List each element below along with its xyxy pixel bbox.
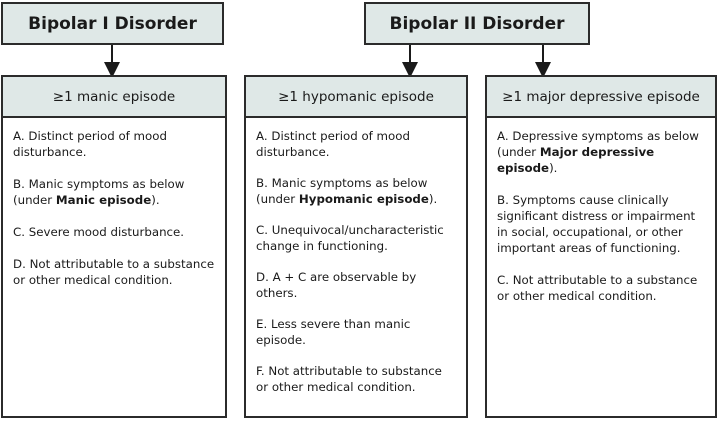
criterion-text: ).: [549, 161, 558, 175]
criterion-item: B. Manic symptoms as below (under Hypoma…: [256, 175, 456, 207]
criterion-text: F. Not attributable to substance or othe…: [256, 364, 442, 394]
criterion-item: B. Symptoms cause clinically significant…: [497, 192, 705, 256]
criterion-text: A. Distinct period of mood disturbance.: [13, 129, 167, 159]
criterion-text: ).: [428, 192, 438, 206]
criterion-text: D. Not attributable to a substance or ot…: [13, 257, 215, 287]
column-header: ≥1 manic episode: [3, 77, 225, 118]
criterion-item: C. Not attributable to a substance or ot…: [497, 272, 705, 304]
criterion-text: B. Manic symptoms as below (under: [13, 177, 185, 207]
criteria-list: A. Depressive symptoms as below (under M…: [487, 118, 715, 304]
criterion-emphasis: Major depressive episode: [497, 145, 655, 175]
criterion-item: A. Distinct period of mood disturbance.: [13, 128, 215, 160]
hypomanic-episode-column: ≥1 hypomanic episode A. Distinct period …: [244, 75, 468, 418]
criterion-emphasis: Hypomanic episode: [298, 192, 429, 206]
criterion-item: D. A + C are observable by others.: [256, 269, 456, 301]
bipolar-2-title: Bipolar II Disorder: [364, 2, 590, 45]
criterion-item: C. Severe mood disturbance.: [13, 224, 215, 240]
criterion-text: C. Severe mood disturbance.: [13, 225, 185, 239]
criterion-text: C. Unequivocal/uncharacteristic change i…: [256, 223, 444, 253]
criteria-list: A. Distinct period of mood disturbance. B…: [246, 118, 466, 395]
bipolar-1-title: Bipolar I Disorder: [1, 2, 224, 45]
criterion-item: D. Not attributable to a substance or ot…: [13, 256, 215, 288]
column-header: ≥1 major depressive episode: [487, 77, 715, 118]
criterion-text: E. Less severe than manic episode.: [256, 317, 411, 347]
criterion-text: ).: [151, 193, 160, 207]
column-header: ≥1 hypomanic episode: [246, 77, 466, 118]
major-depressive-episode-column: ≥1 major depressive episode A. Depressiv…: [485, 75, 717, 418]
criterion-text: D. A + C are observable by others.: [256, 270, 417, 300]
criteria-list: A. Distinct period of mood disturbance. B…: [3, 118, 225, 288]
criterion-item: C. Unequivocal/uncharacteristic change i…: [256, 222, 456, 254]
arrows: [104, 45, 551, 78]
criterion-text: C. Not attributable to a substance or ot…: [497, 273, 698, 303]
criterion-text: A. Distinct period of mood disturbance.: [256, 129, 410, 159]
criterion-item: A. Distinct period of mood disturbance.: [256, 128, 456, 160]
criterion-item: F. Not attributable to substance or othe…: [256, 363, 456, 395]
criterion-item: A. Depressive symptoms as below (under M…: [497, 128, 705, 176]
criterion-emphasis: Manic episode: [55, 193, 152, 207]
manic-episode-column: ≥1 manic episode A. Distinct period of m…: [1, 75, 227, 418]
criterion-text: B. Symptoms cause clinically significant…: [497, 193, 696, 255]
criterion-item: E. Less severe than manic episode.: [256, 316, 456, 348]
criterion-text: A. Depressive symptoms as below (under: [497, 129, 699, 159]
criterion-text: B. Manic symptoms as below (under: [256, 176, 428, 206]
criterion-item: B. Manic symptoms as below (under Manic …: [13, 176, 215, 208]
